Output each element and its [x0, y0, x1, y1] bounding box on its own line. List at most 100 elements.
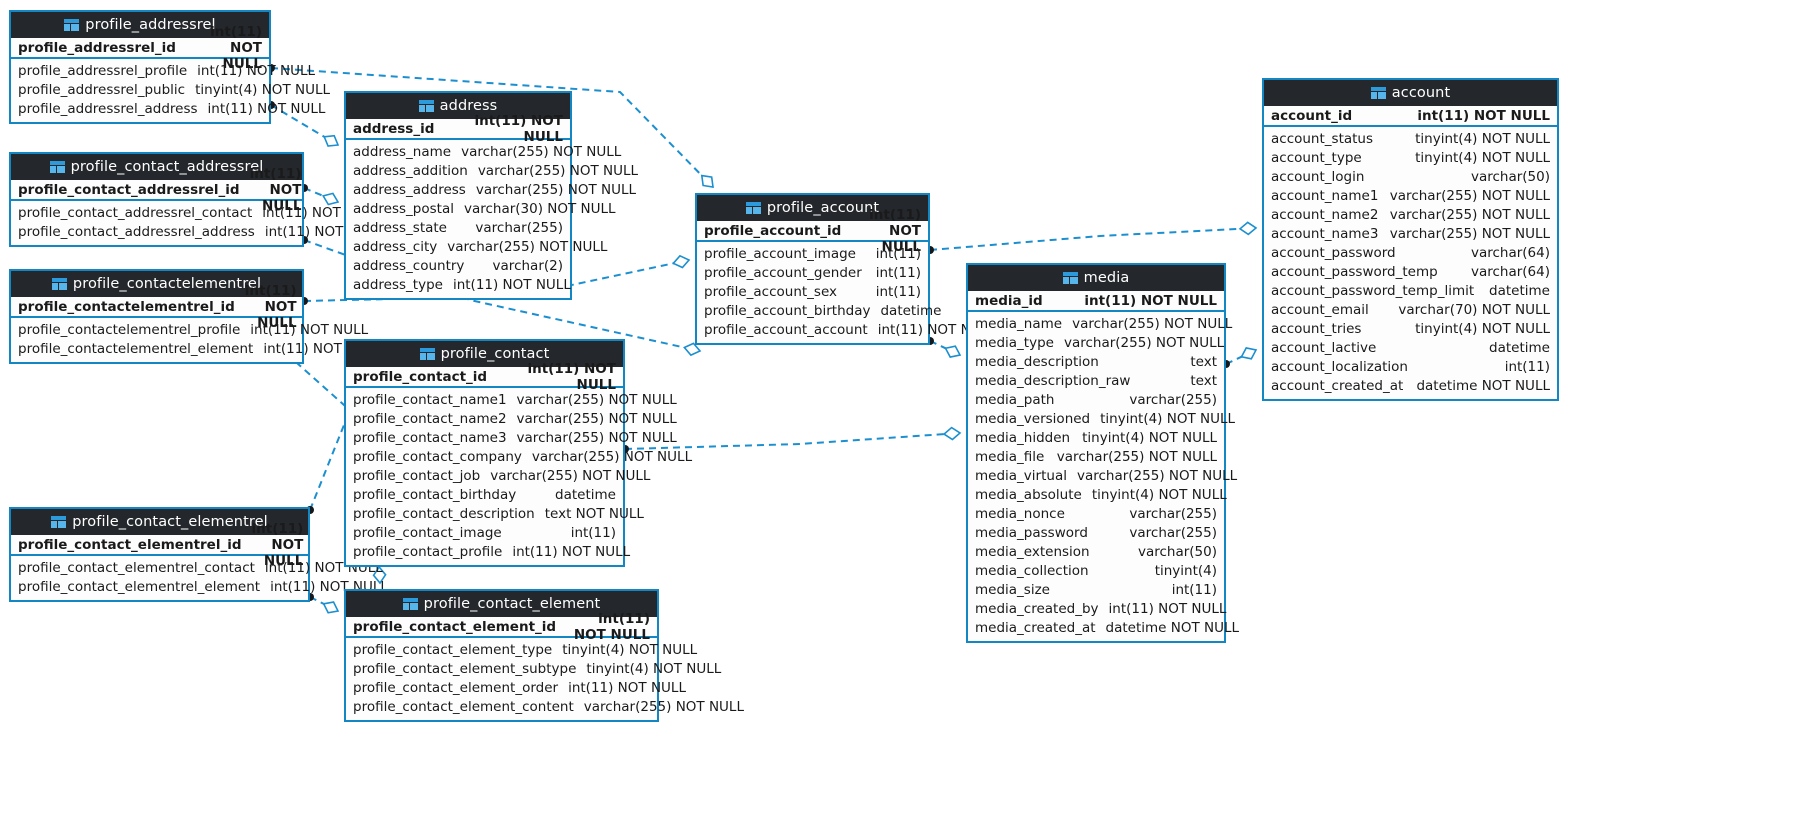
table-header-profile_contact_elementrel[interactable]: profile_contact_elementrel	[11, 509, 308, 535]
table-header-profile_account[interactable]: profile_account	[697, 195, 928, 221]
table-header-profile_contact[interactable]: profile_contact	[346, 341, 623, 367]
column-type: tinyint(4) NOT NULL	[195, 82, 330, 98]
table-header-address[interactable]: address	[346, 93, 570, 119]
table-header-media[interactable]: media	[968, 265, 1224, 291]
column-name: address_addition	[353, 163, 468, 179]
table-header-profile_addressrel[interactable]: profile_addressrel	[11, 12, 269, 38]
table-header-profile_contact_element[interactable]: profile_contact_element	[346, 591, 657, 617]
relation-target-marker	[323, 134, 340, 147]
table-header-profile_contact_addressrel[interactable]: profile_contact_addressrel	[11, 154, 302, 180]
column-type: int(11) NOT NULL	[527, 360, 616, 393]
table-header-account[interactable]: account	[1264, 80, 1557, 106]
table-header-profile_contactelementrel[interactable]: profile_contactelementrel	[11, 271, 302, 297]
